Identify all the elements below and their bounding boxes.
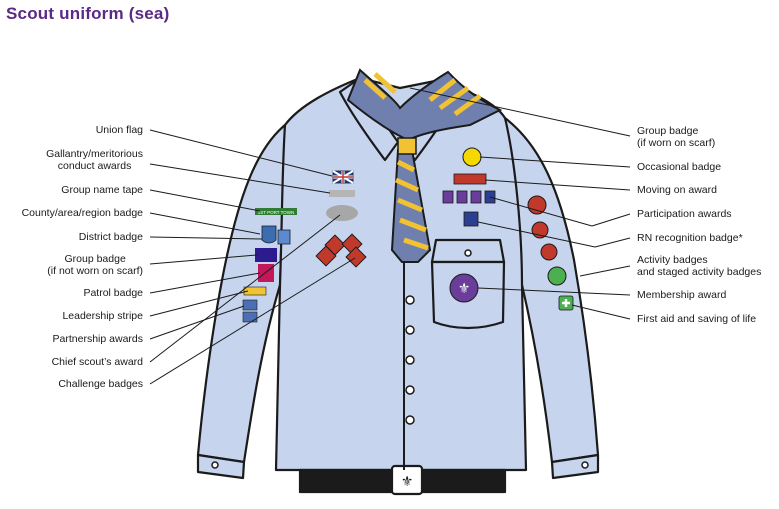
belt-buckle <box>390 464 424 496</box>
label-first-aid: First aid and saving of life <box>637 313 757 325</box>
label-county-badge: County/area/region badge <box>21 207 143 219</box>
label-district-badge: District badge <box>78 231 143 243</box>
rn-recognition-badge <box>463 211 479 227</box>
label-patrol-badge: Patrol badge <box>83 287 143 299</box>
gallantry-award-ribbon <box>329 190 355 197</box>
buttons <box>211 249 589 469</box>
activity-badge <box>547 266 567 286</box>
label-membership-award: Membership award <box>637 289 727 301</box>
button <box>211 461 219 469</box>
label-occasional-badge: Occasional badge <box>637 161 722 173</box>
group-name-tape <box>255 208 297 215</box>
group-badge-sleeve <box>255 248 277 262</box>
button <box>405 385 415 395</box>
label-group-badge-sleeve: Group badge (if not worn on scarf) <box>47 253 143 277</box>
label-group-name-tape: Group name tape <box>61 184 143 196</box>
first-aid-cross-icon <box>562 299 570 307</box>
activity-badge <box>527 195 547 215</box>
button <box>405 325 415 335</box>
label-moving-on-award: Moving on award <box>637 184 717 196</box>
leader-lines-right <box>409 87 631 320</box>
district-badge <box>277 229 291 245</box>
group-name-tape-text: 1ST PORT TOWN <box>258 210 295 215</box>
challenge-badge <box>315 245 337 267</box>
button <box>464 249 472 257</box>
label-gallantry-awards: Gallantry/meritorious conduct awards <box>46 148 143 172</box>
label-group-badge-scarf: Group badge (if worn on scarf) <box>637 125 716 149</box>
leader-lines-left <box>149 129 356 385</box>
union-flag-badge <box>332 170 354 184</box>
button <box>581 461 589 469</box>
label-partnership-awards: Partnership awards <box>52 333 143 345</box>
button <box>405 295 415 305</box>
membership-fleur-icon: ⚜ <box>458 280 471 296</box>
challenge-badges <box>315 233 367 268</box>
partnership-award <box>242 299 258 311</box>
label-union-flag: Union flag <box>95 124 143 136</box>
left-sleeve <box>196 123 287 464</box>
woggle <box>397 137 417 155</box>
group-badge-scarf <box>462 147 482 167</box>
patrol-badge <box>258 264 274 282</box>
label-challenge-badges: Challenge badges <box>58 378 143 390</box>
button <box>405 415 415 425</box>
activity-badge <box>540 243 558 261</box>
county-badge <box>261 225 277 244</box>
fleur-de-lis-icon: ⚜ <box>401 473 414 489</box>
leadership-stripe <box>243 286 267 296</box>
label-participation-awards: Participation awards <box>637 208 732 220</box>
button <box>405 355 415 365</box>
partnership-award <box>242 311 258 323</box>
page-title: Scout uniform (sea) <box>6 4 170 23</box>
right-cuff <box>550 453 600 480</box>
label-activity-badges: Activity badges and staged activity badg… <box>637 254 762 278</box>
scarf-collar <box>346 68 503 142</box>
moving-on-award <box>453 173 487 185</box>
label-leadership-stripe: Leadership stripe <box>62 310 143 322</box>
left-cuff <box>196 453 246 480</box>
label-chief-scouts-award: Chief scout’s award <box>51 356 143 368</box>
label-rn-recognition-badge: RN recognition badge* <box>637 232 743 244</box>
challenge-badge <box>345 246 367 268</box>
group-name-tape-oval <box>326 205 358 221</box>
